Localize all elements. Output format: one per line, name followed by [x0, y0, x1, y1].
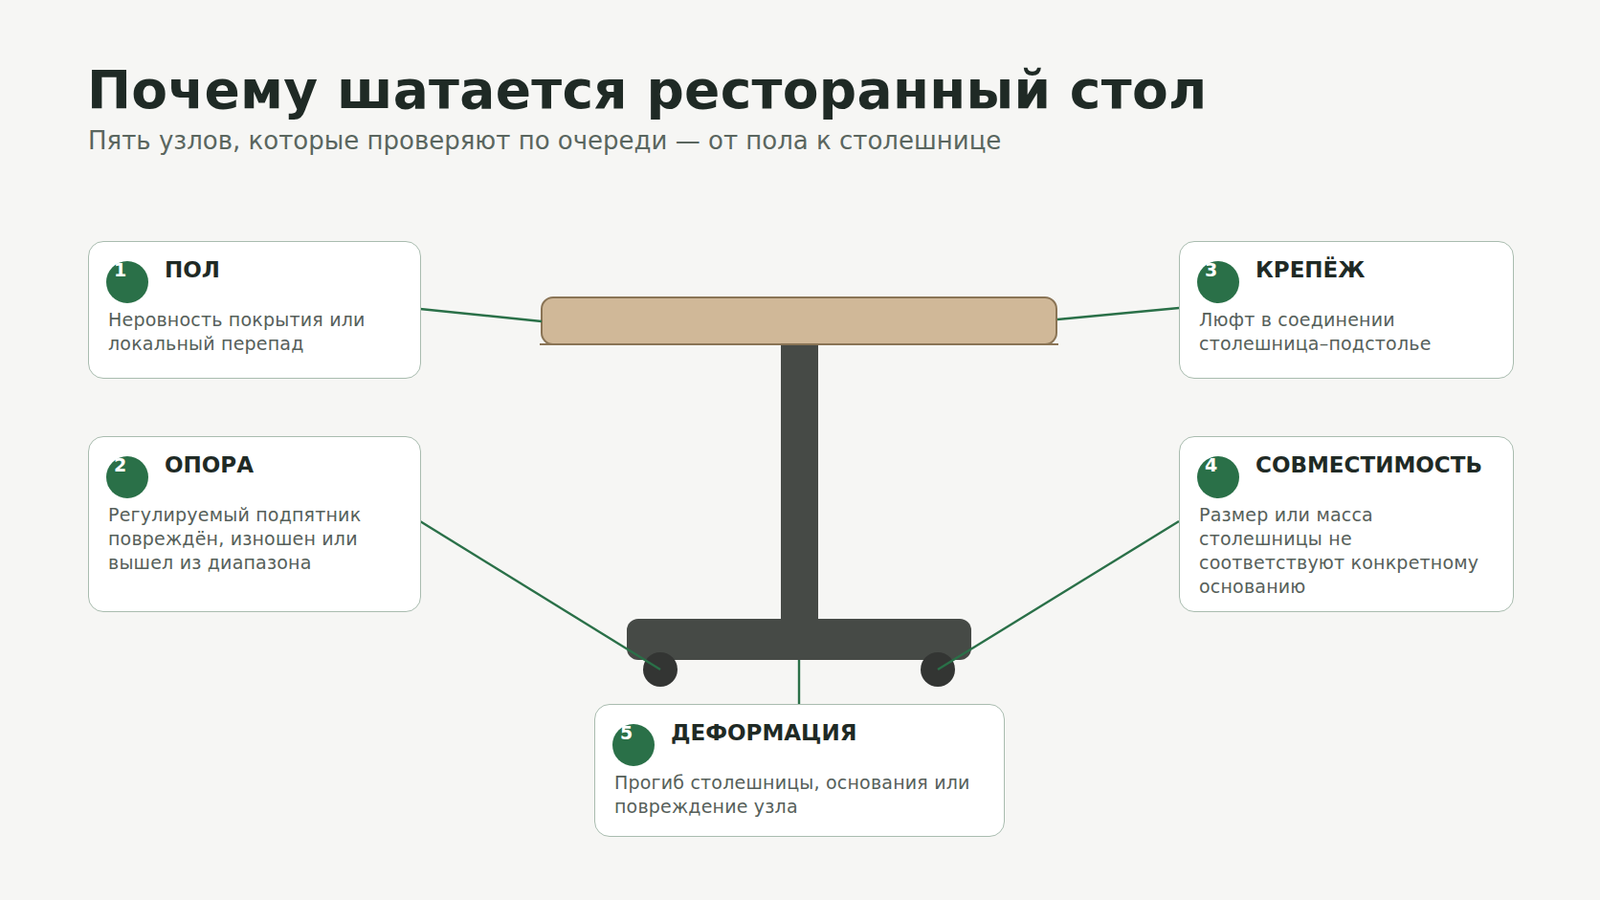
- callout-number: 4: [1204, 454, 1218, 476]
- callout-description: Прогиб столешницы, основания или поврежд…: [614, 771, 988, 820]
- number-circle: 1: [106, 261, 149, 304]
- table-column: [780, 345, 819, 625]
- number-circle: 5: [612, 724, 655, 767]
- callout-box: ДЕФОРМАЦИЯ Прогиб столешницы, основания и…: [594, 704, 1005, 838]
- number-circle: 2: [106, 456, 149, 499]
- callout-heading: ДЕФОРМАЦИЯ: [670, 720, 857, 746]
- diagram-title: Почему шатается ресторанный стол: [87, 59, 1208, 121]
- number-circle: 4: [1197, 456, 1240, 499]
- callout-description: Регулируемый подпятник повреждён, изноше…: [108, 503, 400, 576]
- diagram-caption: Пять узлов, которые проверяют по очереди…: [88, 126, 1001, 156]
- callout-number: 2: [113, 454, 127, 476]
- callout-description: Люфт в соединении столешница–подстолье: [1199, 308, 1491, 356]
- leader-line: [420, 521, 661, 670]
- callout-number: 5: [620, 722, 633, 744]
- leader-line: [937, 521, 1179, 670]
- callout-box: ПОЛ Неровность покрытия или локальный пер…: [88, 241, 422, 379]
- callout-heading: ПОЛ: [164, 257, 221, 283]
- table-top-edge: [539, 343, 1059, 346]
- callout-heading: ОПОРА: [164, 452, 254, 478]
- callout-description: Неровность покрытия или локальный перепа…: [108, 308, 400, 356]
- leader-line: [798, 660, 800, 705]
- callout-heading: КРЕПЁЖ: [1255, 257, 1365, 283]
- table-top: [541, 297, 1057, 345]
- number-circle: 3: [1197, 261, 1240, 304]
- leader-line: [420, 309, 542, 322]
- callout-heading: СОВМЕСТИМОСТЬ: [1255, 452, 1483, 478]
- callout-box: ОПОРА Регулируемый подпятник повреждён, и…: [88, 436, 422, 613]
- callout-number: 3: [1204, 259, 1218, 281]
- callout-box: КРЕПЁЖ Люфт в соединении столешница–подст…: [1178, 241, 1514, 379]
- callout-number: 1: [113, 259, 127, 281]
- callout-description: Размер или масса столешницы не соответст…: [1199, 503, 1491, 600]
- table-base: [626, 619, 972, 661]
- callout-box: СОВМЕСТИМОСТЬ Размер или масса столешницы…: [1178, 436, 1514, 613]
- leader-line: [1057, 308, 1179, 320]
